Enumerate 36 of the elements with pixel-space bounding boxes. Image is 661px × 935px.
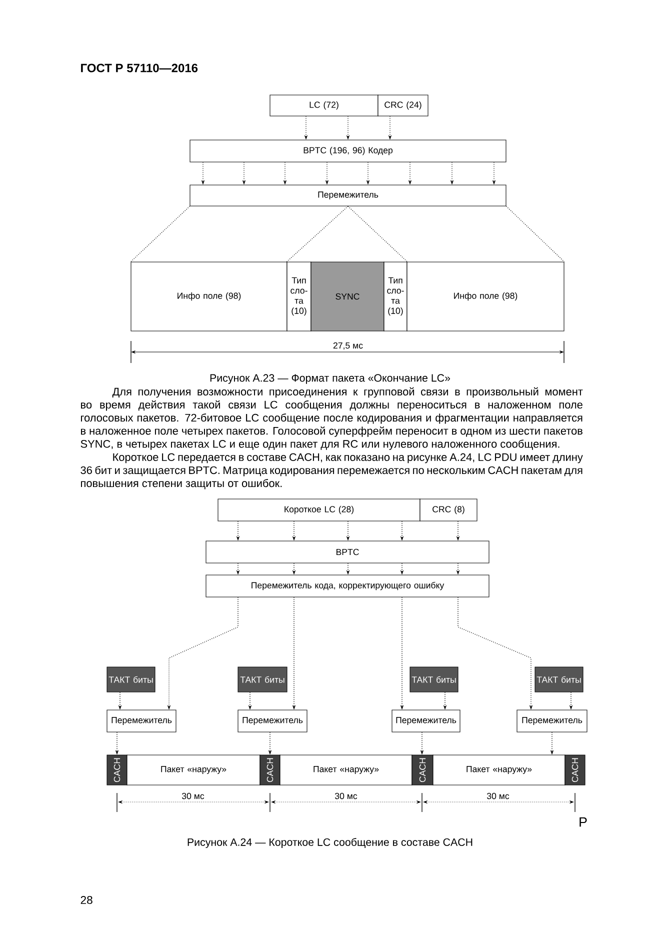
packet-field: Пакет «наружу» (126, 754, 260, 786)
clock-bits-box: ТАКТ биты (534, 666, 584, 692)
connector-line (506, 206, 565, 262)
connector-line (286, 206, 348, 262)
paragraph: Короткое LC передается в составе CACH, как показано на рисунке А.24, LC PDU имеет длину 36 бит и защищается BPTC. Матрица кодирования перемежается по нескольким CACH пакетам для повышения степени защиты от ошибок. (80, 453, 583, 490)
slot-type-field: Тип сло-та (10) (384, 262, 408, 332)
interleaver-box: Перемежитель (190, 184, 506, 206)
cach-field: CACH (412, 754, 434, 786)
stray-letter: Р (580, 817, 587, 827)
encoder-box: BPTC (206, 540, 490, 564)
paragraph: Для получения возможности присоединения к групповой связи в произвольный момент во время действия такой связи LC сообщения должны переноситься в наложенном поле голосовых пакетов. 72-битовое LC сообщение после кодирования и фрагментации направляется в наложенное поле четырех пакетов. Голосовой суперфрейм переносит в одном из шести пакетов SYNC, в четырех пакетах LC и еще один пакет для RC или нулевого наложенного сообщения. (80, 387, 583, 450)
figure-caption: Рисунок А.23 — Формат пакета «Окончание LC» (210, 374, 450, 384)
field-box: CRC (24) (378, 94, 428, 116)
interleaver-box: Перемежитель (516, 710, 588, 732)
cach-field: CACH (106, 754, 128, 786)
sync-field: SYNC (310, 262, 384, 332)
interleaver-box: Перемежитель (106, 710, 176, 732)
dimension-label: 27,5 мс (333, 342, 363, 350)
header-text: ГОСТ Р 57110—2016 (81, 64, 198, 72)
field-box: CRC (8) (420, 498, 478, 522)
cach-field: CACH (260, 754, 280, 786)
packet-field: Пакет «наружу» (280, 754, 412, 786)
figure-caption: Рисунок А.24 — Короткое LC сообщение в составе CACH (188, 838, 472, 848)
cach-field: CACH (564, 754, 586, 786)
page-number: 28 (80, 896, 92, 904)
interleaver-box: Перемежитель (392, 710, 460, 732)
interleaver-box: Перемежитель кода, корректирующего ошибку (206, 574, 490, 598)
clock-bits-box: ТАКТ биты (410, 666, 458, 692)
slot-type-field: Тип сло-та (10) (286, 262, 312, 332)
packet-field: Пакет «наружу» (432, 754, 566, 786)
encoder-box: BPTC (196, 96) Кодер (190, 140, 506, 162)
interleaver-box: Перемежитель (238, 710, 308, 732)
connector-line (348, 206, 408, 262)
clock-bits-box: ТАКТ биты (238, 666, 288, 692)
connector-line (130, 206, 190, 262)
clock-bits-box: ТАКТ биты (106, 666, 156, 692)
